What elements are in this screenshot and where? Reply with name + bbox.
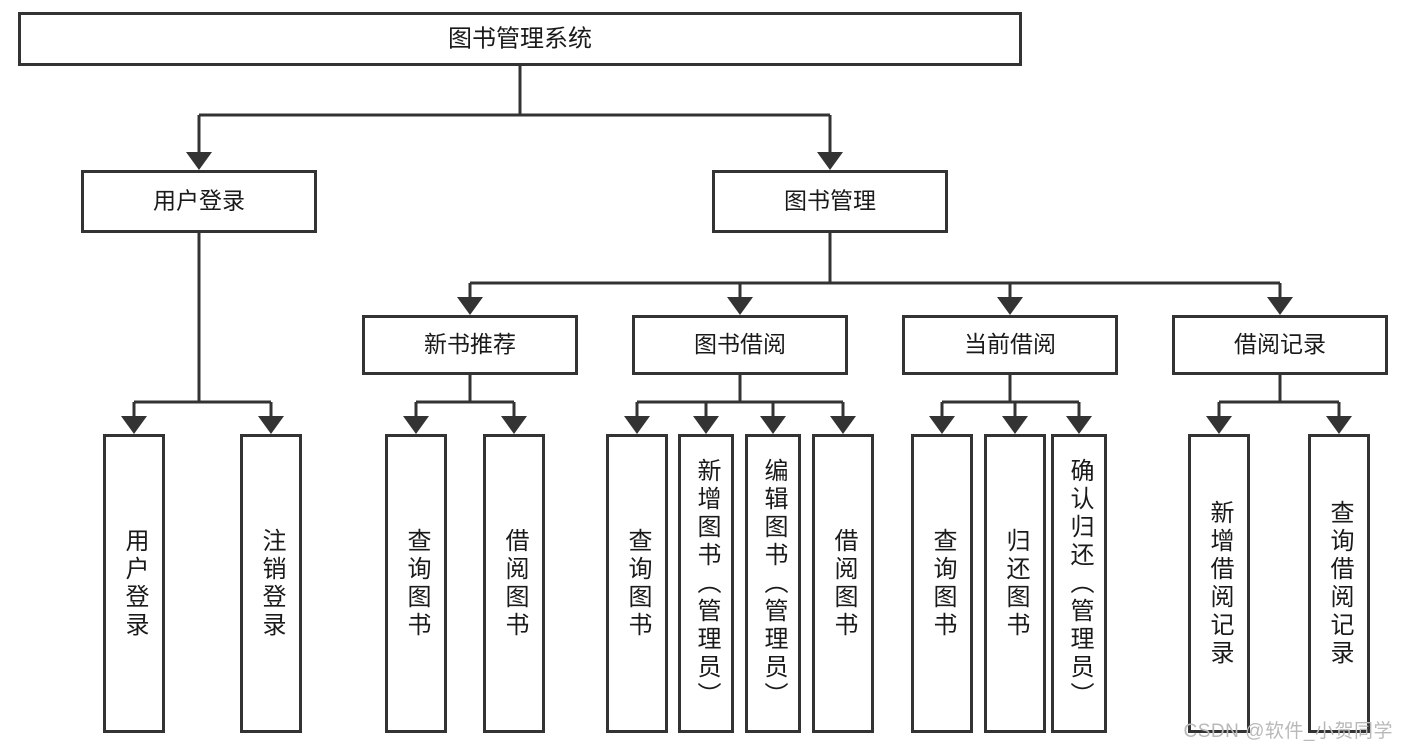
node-box-leaf-add-book-admin bbox=[678, 434, 734, 733]
node-book-manage[interactable]: 图书管理 bbox=[712, 170, 948, 233]
node-box-borrow-record bbox=[1172, 315, 1388, 375]
arrow-head-leaf-confirm-return-admin bbox=[1066, 416, 1092, 434]
arrow-head-leaf-edit-book-admin bbox=[760, 416, 786, 434]
arrow-head-leaf-query-book-bor bbox=[624, 416, 650, 434]
node-label-book-borrow: 图书借阅 bbox=[694, 331, 786, 357]
node-leaf-borrow-book-rec[interactable] bbox=[483, 434, 545, 733]
node-leaf-user-login[interactable] bbox=[103, 434, 165, 733]
arrow-head-new-book-recommend bbox=[457, 297, 483, 315]
node-label-current-borrow: 当前借阅 bbox=[964, 331, 1056, 357]
arrow-head-leaf-user-login bbox=[121, 416, 147, 434]
node-root[interactable]: 图书管理系统 bbox=[18, 12, 1022, 66]
node-leaf-borrow-book-bor[interactable] bbox=[812, 434, 874, 733]
node-label-borrow-record: 借阅记录 bbox=[1234, 331, 1326, 357]
node-box-leaf-user-login bbox=[103, 434, 165, 733]
node-book-borrow[interactable]: 图书借阅 bbox=[632, 315, 848, 375]
node-box-leaf-borrow-book-bor bbox=[812, 434, 874, 733]
node-box-user-login bbox=[81, 170, 317, 233]
node-box-leaf-borrow-book-rec bbox=[483, 434, 545, 733]
node-new-book-recommend[interactable]: 新书推荐 bbox=[362, 315, 578, 375]
arrow-head-leaf-query-book-rec bbox=[403, 416, 429, 434]
connector-layer bbox=[121, 66, 1352, 434]
node-box-book-manage bbox=[712, 170, 948, 233]
node-leaf-edit-book-admin[interactable] bbox=[745, 434, 801, 733]
node-label-book-manage: 图书管理 bbox=[784, 188, 876, 214]
node-box-leaf-query-book-bor bbox=[606, 434, 668, 733]
node-label-root: 图书管理系统 bbox=[448, 25, 592, 52]
node-box-leaf-edit-book-admin bbox=[745, 434, 801, 733]
node-box-root bbox=[18, 12, 1022, 66]
node-leaf-query-book-cur[interactable] bbox=[911, 434, 973, 733]
arrow-head-leaf-add-book-admin bbox=[693, 416, 719, 434]
arrow-head-user-login bbox=[186, 152, 212, 170]
node-box-book-borrow bbox=[632, 315, 848, 375]
arrow-head-leaf-return-book bbox=[1002, 416, 1028, 434]
node-current-borrow[interactable]: 当前借阅 bbox=[902, 315, 1118, 375]
arrow-head-leaf-add-borrow-record bbox=[1206, 416, 1232, 434]
node-box-leaf-query-book-rec bbox=[385, 434, 447, 733]
node-user-login[interactable]: 用户登录 bbox=[81, 170, 317, 233]
arrow-head-leaf-query-borrow-record bbox=[1326, 416, 1352, 434]
node-box-leaf-query-book-cur bbox=[911, 434, 973, 733]
node-label-new-book-recommend: 新书推荐 bbox=[424, 331, 516, 357]
node-leaf-query-book-bor[interactable] bbox=[606, 434, 668, 733]
arrow-head-leaf-query-book-cur bbox=[929, 416, 955, 434]
node-leaf-confirm-return-admin[interactable] bbox=[1051, 434, 1107, 733]
arrow-head-leaf-borrow-book-rec bbox=[501, 416, 527, 434]
node-box-new-book-recommend bbox=[362, 315, 578, 375]
node-leaf-add-borrow-record[interactable] bbox=[1188, 434, 1250, 733]
watermark-text: CSDN @软件_小贺同学 bbox=[1183, 721, 1393, 742]
node-leaf-return-book[interactable] bbox=[984, 434, 1046, 733]
node-box-leaf-query-borrow-record bbox=[1308, 434, 1370, 733]
node-leaf-user-logout[interactable] bbox=[240, 434, 302, 733]
node-box-leaf-user-logout bbox=[240, 434, 302, 733]
node-box-leaf-confirm-return-admin bbox=[1051, 434, 1107, 733]
arrow-head-current-borrow bbox=[997, 297, 1023, 315]
node-box-leaf-return-book bbox=[984, 434, 1046, 733]
arrow-head-borrow-record bbox=[1267, 297, 1293, 315]
node-label-user-login: 用户登录 bbox=[153, 188, 245, 214]
node-box-leaf-add-borrow-record bbox=[1188, 434, 1250, 733]
node-leaf-query-borrow-record[interactable] bbox=[1308, 434, 1370, 733]
node-borrow-record[interactable]: 借阅记录 bbox=[1172, 315, 1388, 375]
node-leaf-add-book-admin[interactable] bbox=[678, 434, 734, 733]
arrow-head-book-manage bbox=[817, 152, 843, 170]
arrow-head-leaf-user-logout bbox=[258, 416, 284, 434]
node-leaf-query-book-rec[interactable] bbox=[385, 434, 447, 733]
arrow-head-book-borrow bbox=[727, 297, 753, 315]
node-box-current-borrow bbox=[902, 315, 1118, 375]
arrow-head-leaf-borrow-book-bor bbox=[830, 416, 856, 434]
